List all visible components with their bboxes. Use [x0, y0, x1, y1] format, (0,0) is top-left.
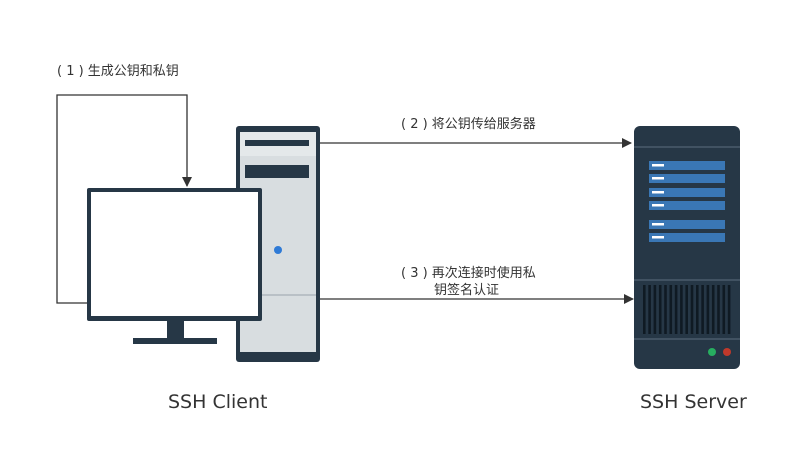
server-drive-indicator: [652, 204, 664, 207]
server-vent-slit: [664, 285, 667, 334]
server-vent-slit: [653, 285, 657, 334]
server-vent-slit: [701, 285, 704, 334]
server-vent-slit: [648, 285, 651, 334]
step2-label: ( 2 ) 将公钥传给服务器: [401, 117, 536, 132]
status-led-green: [708, 348, 716, 356]
step3-label-line1: ( 3 ) 再次连接时使用私: [401, 266, 536, 281]
server-drive-indicator: [652, 191, 664, 194]
server-label: SSH Server: [640, 391, 747, 413]
server-drive-slot: [649, 233, 725, 242]
step3-label-line2: 钥签名认证: [434, 283, 500, 298]
server-vent-slit: [669, 285, 673, 334]
step1-label: ( 1 ) 生成公钥和私钥: [57, 64, 179, 79]
server-vent-slit: [643, 285, 646, 334]
server-vents: [643, 285, 731, 334]
server-vent-slit: [722, 285, 726, 334]
keygen-loop-arrow: [56, 94, 192, 304]
server-drive-slot: [649, 188, 725, 197]
server-vent-slit: [674, 285, 678, 334]
server-vent-slit: [711, 285, 715, 334]
monitor-icon: [87, 188, 262, 344]
server-drive-slot: [649, 174, 725, 183]
server-vent-slit: [727, 285, 731, 334]
server-drive-slot: [649, 161, 725, 170]
server-drive-indicator: [652, 177, 664, 180]
server-vent-slit: [658, 285, 662, 334]
status-led-red: [723, 348, 731, 356]
server-rack-icon: [634, 126, 740, 369]
server-drive-indicator: [652, 164, 664, 167]
server-vent-slit: [680, 285, 683, 334]
server-vent-slit: [717, 285, 720, 334]
server-drive-slot: [649, 220, 725, 229]
server-vent-slit: [690, 285, 694, 334]
server-drive-indicator: [652, 236, 664, 239]
server-slots: [649, 161, 725, 242]
server-drive-slot: [649, 201, 725, 210]
client-label: SSH Client: [168, 391, 268, 413]
server-vent-slit: [685, 285, 688, 334]
server-vent-slit: [706, 285, 710, 334]
server-drive-indicator: [652, 223, 664, 226]
server-vent-slit: [696, 285, 699, 334]
